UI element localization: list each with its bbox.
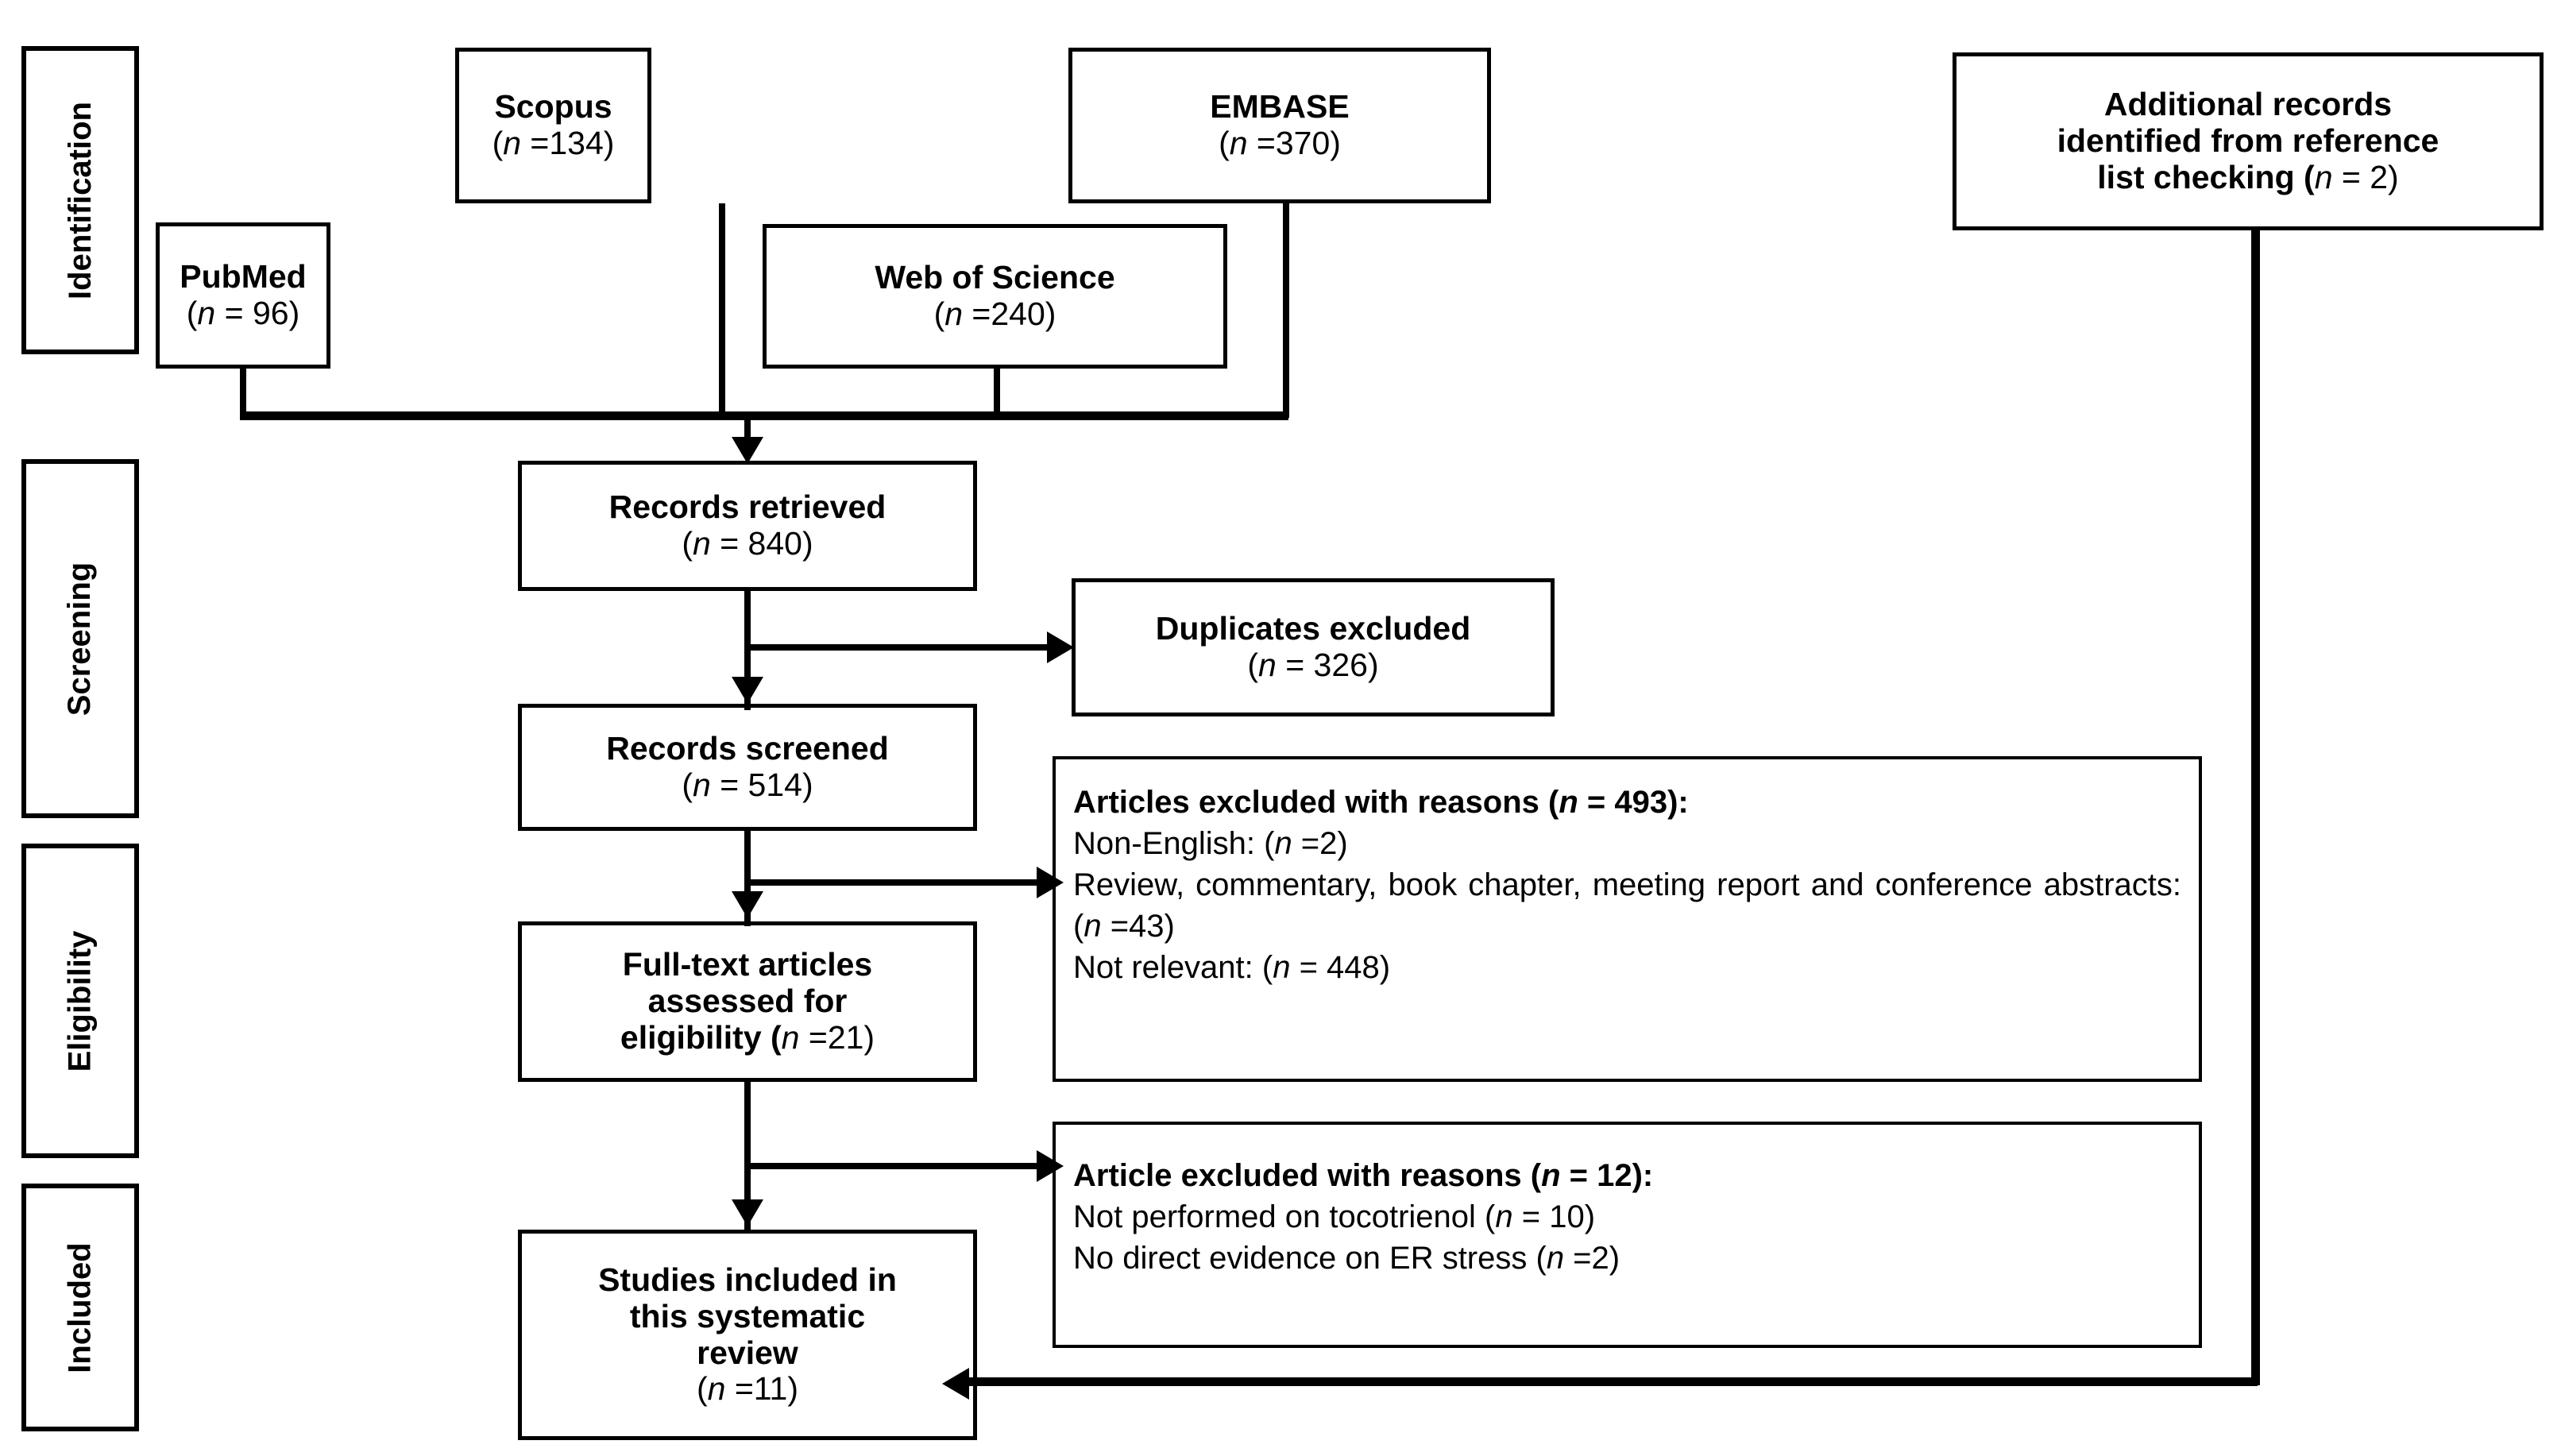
excluded-eligibility-reason-1: Not performed on tocotrienol (n = 10) xyxy=(1073,1199,1596,1234)
duplicates-excluded-box: Duplicates excluded (n = 326) xyxy=(1072,578,1555,716)
stage-label-identification: Identification xyxy=(21,46,139,354)
excluded-screening-heading: Articles excluded with reasons (n = 493)… xyxy=(1073,785,1689,820)
connector-sources-manifold xyxy=(240,411,1288,420)
stage-label-text: Eligibility xyxy=(62,930,98,1072)
arrowhead-to-article-excluded-12 xyxy=(1037,1150,1064,1182)
arrowhead-to-articles-excluded xyxy=(1037,867,1064,898)
records-screened-count: (n = 514) xyxy=(682,767,813,803)
source-count: (n =134) xyxy=(492,125,615,161)
included-line2: this systematic xyxy=(629,1297,866,1334)
connector-additional-to-included xyxy=(961,1377,2258,1386)
stage-label-screening: Screening xyxy=(21,459,139,818)
connector-manifold-to-retrieved xyxy=(744,418,751,450)
stage-label-text: Included xyxy=(62,1242,98,1373)
stage-label-text: Identification xyxy=(62,101,98,299)
connector-screened-to-excluded xyxy=(747,879,1048,886)
article-excluded-eligibility-box: Article excluded with reasons (n = 12): … xyxy=(1053,1122,2202,1348)
excluded-screening-reason-2: Review, commentary, book chapter, meetin… xyxy=(1073,867,2181,944)
records-retrieved-count: (n = 840) xyxy=(682,525,813,562)
arrowhead-to-records-screened xyxy=(732,677,763,704)
connector-retrieved-to-duplicates xyxy=(747,644,1059,651)
connector-pubmed-stem xyxy=(240,369,246,418)
excluded-eligibility-heading: Article excluded with reasons (n = 12): xyxy=(1073,1158,1654,1193)
excluded-eligibility-reason-2: No direct evidence on ER stress (n =2) xyxy=(1073,1241,1620,1276)
records-screened-title: Records screened xyxy=(606,730,889,767)
source-name: PubMed xyxy=(180,258,307,295)
fulltext-line2: assessed for xyxy=(647,983,848,1020)
fulltext-line3: eligibility (n =21) xyxy=(620,1018,875,1056)
included-line3: review xyxy=(697,1334,798,1371)
stage-label-eligibility: Eligibility xyxy=(21,844,139,1158)
excluded-screening-reason-1: Non-English: (n =2) xyxy=(1073,826,1348,861)
arrowhead-to-fulltext xyxy=(732,891,763,918)
additional-records-line3: list checking (n = 2) xyxy=(2097,158,2399,195)
source-count: (n = 96) xyxy=(186,295,300,331)
source-box-scopus: Scopus (n =134) xyxy=(455,48,651,203)
connector-embase-stem xyxy=(1283,203,1289,418)
connector-fulltext-to-excluded12 xyxy=(747,1163,1048,1169)
source-name: EMBASE xyxy=(1210,88,1350,126)
connector-retrieved-down xyxy=(744,591,751,710)
arrowhead-to-studies-included xyxy=(732,1199,763,1226)
source-box-web-of-science: Web of Science (n =240) xyxy=(763,224,1227,369)
arrowhead-to-studies-included-from-additional xyxy=(942,1368,969,1400)
duplicates-title: Duplicates excluded xyxy=(1155,610,1471,647)
included-line1: Studies included in xyxy=(598,1261,897,1298)
records-screened-box: Records screened (n = 514) xyxy=(518,704,977,831)
connector-screened-down xyxy=(744,831,751,926)
additional-records-line2: identified from reference xyxy=(2057,122,2439,160)
duplicates-count: (n = 326) xyxy=(1247,647,1379,683)
arrowhead-to-duplicates xyxy=(1047,631,1074,663)
included-count: (n =11) xyxy=(696,1370,799,1408)
records-retrieved-box: Records retrieved (n = 840) xyxy=(518,461,977,591)
stage-label-included: Included xyxy=(21,1184,139,1431)
connector-fulltext-down xyxy=(744,1082,751,1233)
connector-wos-stem xyxy=(994,369,1000,418)
fulltext-line1: Full-text articles xyxy=(622,946,873,983)
additional-records-line1: Additional records xyxy=(2103,86,2393,123)
additional-records-box: Additional records identified from refer… xyxy=(1953,52,2544,230)
excluded-screening-reason-3: Not relevant: (n = 448) xyxy=(1073,950,1391,985)
studies-included-box: Studies included in this systematic revi… xyxy=(518,1230,977,1440)
records-retrieved-title: Records retrieved xyxy=(608,489,886,526)
articles-excluded-screening-box: Articles excluded with reasons (n = 493)… xyxy=(1053,756,2202,1082)
source-box-pubmed: PubMed (n = 96) xyxy=(156,222,330,369)
source-box-embase: EMBASE (n =370) xyxy=(1068,48,1491,203)
arrowhead-to-records-retrieved xyxy=(732,437,763,464)
source-count: (n =240) xyxy=(933,295,1056,332)
fulltext-assessed-box: Full-text articles assessed for eligibil… xyxy=(518,921,977,1082)
source-count: (n =370) xyxy=(1219,125,1341,161)
source-name: Scopus xyxy=(494,88,612,126)
source-name: Web of Science xyxy=(875,259,1115,296)
connector-additional-records-rail xyxy=(2251,229,2260,1385)
connector-scopus-stem xyxy=(719,203,725,418)
stage-label-text: Screening xyxy=(62,562,98,716)
